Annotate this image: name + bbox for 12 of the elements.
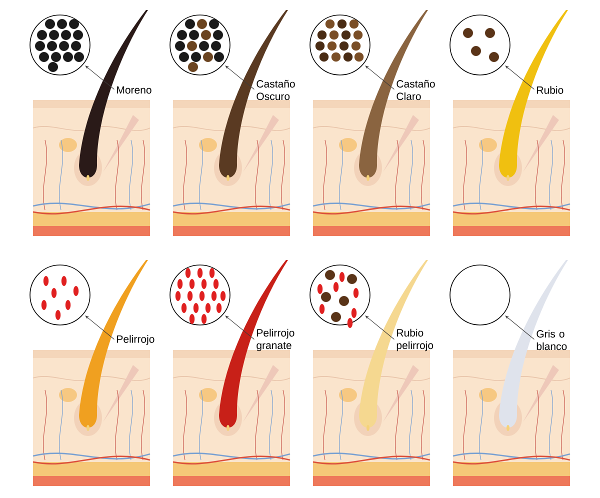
hair-colour-label: Moreno xyxy=(117,86,152,94)
hair-colour-label: Castaño Oscuro xyxy=(256,80,295,100)
hair-colour-label: Castaño Claro xyxy=(396,80,435,100)
hair-colour-label: Pelirrojo granate xyxy=(256,328,294,352)
pigment-circle xyxy=(30,264,90,326)
hair-colour-label: Rubio pelirrojo xyxy=(396,328,434,352)
hair-colour-label: Rubio xyxy=(537,86,564,94)
hair-colour-label: Gris o blanco xyxy=(536,330,567,350)
arrow xyxy=(505,316,535,340)
pigment-circle xyxy=(450,14,510,76)
pigment-circle xyxy=(450,264,510,326)
hair-colour-label: Pelirrojo xyxy=(117,335,154,345)
